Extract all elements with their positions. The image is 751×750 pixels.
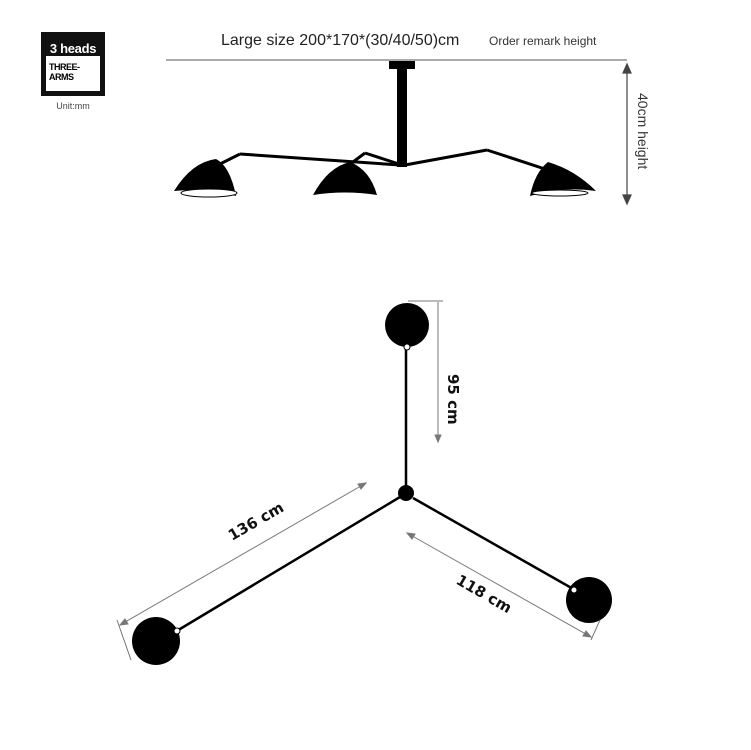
top-arm-dimension [408, 300, 443, 444]
three-heads-badge: 3 heads THREE-ARMS [41, 32, 105, 96]
right-arm-down [486, 148, 549, 172]
left-shade-rim [180, 188, 238, 198]
size-text: Large size 200*170*(30/40/50)cm [221, 32, 460, 49]
right-arm-label: 118 cm [453, 571, 515, 617]
left-shade-top [132, 617, 180, 665]
left-arm [239, 152, 401, 167]
right-shade [530, 162, 596, 196]
top-arm-label: 95 cm [444, 374, 462, 425]
ceiling-canopy [389, 61, 415, 69]
right-arm-dimension [405, 532, 601, 641]
left-shade [174, 159, 236, 196]
top-shade [385, 303, 429, 347]
badge-arms-label: THREE-ARMS [49, 62, 80, 82]
left-arm-top [174, 495, 401, 634]
height-dimension [622, 62, 632, 206]
right-arm [404, 148, 488, 167]
right-shade-rim [531, 189, 589, 197]
left-arm-dimension [116, 482, 368, 661]
unit-label: Unit:mm [56, 101, 90, 111]
height-label: 40cm height [635, 93, 651, 169]
right-shade-top [566, 577, 612, 623]
side-view-lamp [174, 61, 596, 198]
remark-text: Order remark height [489, 34, 597, 48]
middle-shade [313, 162, 377, 195]
hub [398, 485, 414, 501]
middle-arm [364, 151, 403, 167]
right-arm-top [412, 496, 576, 592]
top-view-lamp [132, 303, 612, 665]
center-pole [397, 69, 407, 167]
badge-heads-label: 3 heads [49, 41, 97, 56]
left-arm-label: 136 cm [225, 498, 287, 544]
badge-inner-box: THREE-ARMS [46, 56, 100, 91]
